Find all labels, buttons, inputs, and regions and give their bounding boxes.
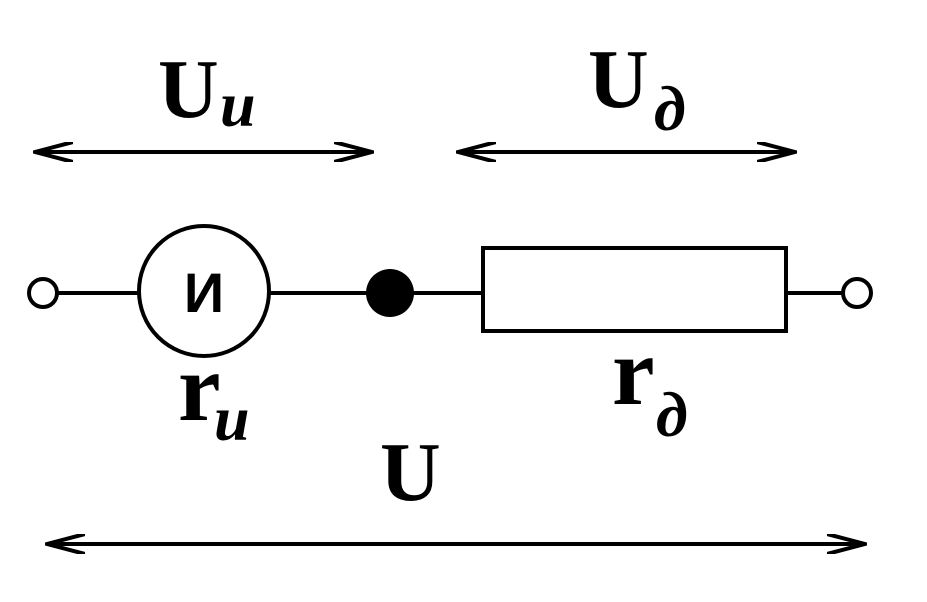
label-u-meter-subscript: и: [220, 69, 256, 140]
meter-symbol: И: [184, 261, 224, 324]
terminal-left: [27, 277, 59, 309]
terminal-right: [841, 277, 873, 309]
label-r-meter-subscript: и: [214, 383, 250, 454]
junction-node: [366, 269, 414, 317]
label-u-resistor-subscript: д: [654, 73, 686, 144]
label-u-meter: U: [158, 43, 219, 136]
meter-circle: [137, 224, 271, 358]
label-r-meter: r: [178, 334, 221, 441]
label-u-resistor: U: [588, 33, 649, 126]
label-u-total: U: [380, 426, 441, 519]
additional-resistor: [481, 246, 788, 333]
label-r-resistor: r: [612, 318, 655, 425]
label-r-resistor-subscript: д: [656, 379, 688, 450]
